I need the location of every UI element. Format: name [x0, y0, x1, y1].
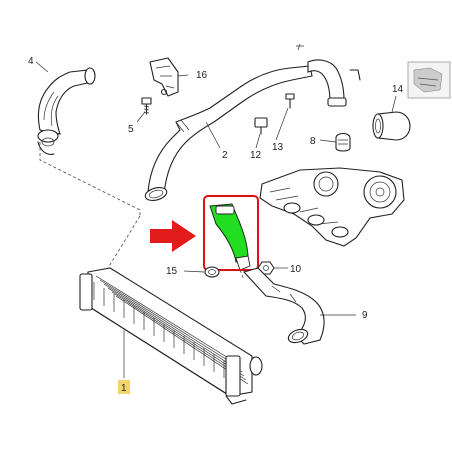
turbocharger-assembly [259, 167, 405, 247]
callout-16: 16 [196, 70, 208, 81]
part-13-screw [285, 93, 295, 109]
callout-14: 14 [392, 84, 404, 95]
callout-4: 4 [28, 56, 34, 67]
callout-15: 15 [166, 266, 178, 277]
guide-line-right [239, 269, 245, 281]
part-15-clamp [204, 266, 220, 278]
callout-5: 5 [128, 124, 134, 135]
callout-2: 2 [222, 150, 228, 161]
part-9-hose [242, 267, 325, 345]
callout-12: 12 [250, 150, 262, 161]
callout-10: 10 [290, 264, 302, 275]
part-8-clip [335, 132, 351, 152]
part-5-bolt [141, 97, 152, 115]
part-4-hose [37, 67, 96, 155]
red-arrow [150, 220, 196, 252]
part-1-label-bg [118, 380, 130, 394]
guide-line-left [39, 142, 141, 216]
callout-1: 1 [121, 383, 127, 394]
callout-13: 13 [272, 142, 284, 153]
callout-8: 8 [310, 136, 316, 147]
part-1-intercooler [79, 267, 263, 405]
part-12-sensor [254, 117, 268, 135]
part-14-valve [372, 111, 411, 141]
leader-lines [35, 61, 397, 378]
highlighted-hose [209, 203, 251, 271]
guide-line-center [107, 215, 141, 269]
upper-right-hose [296, 43, 361, 107]
callout-9: 9 [362, 310, 368, 321]
part-16-bracket [149, 57, 179, 97]
highlight-box [203, 195, 259, 271]
inset-thumbnail [407, 61, 451, 99]
